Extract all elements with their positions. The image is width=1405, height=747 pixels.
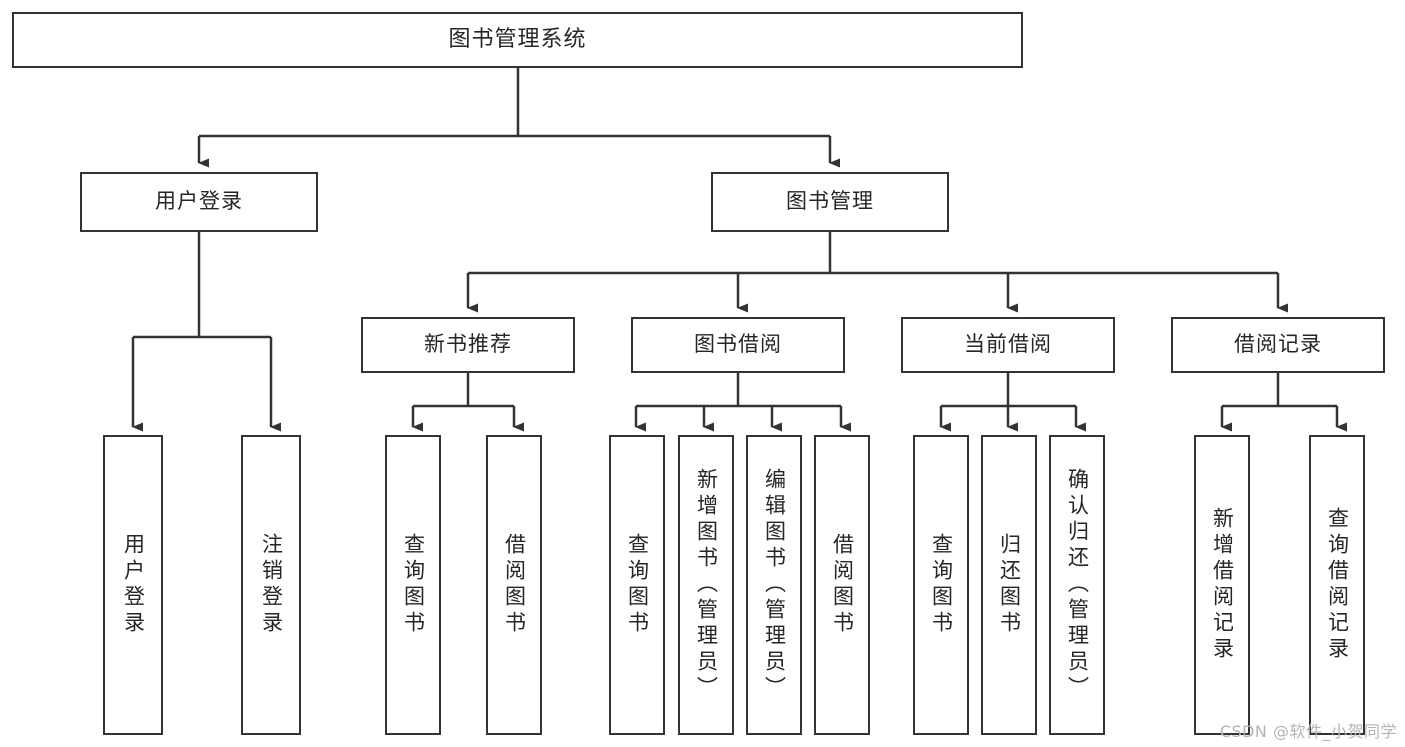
edge-root-to-bus xyxy=(197,68,840,168)
node-label: 新增借阅记录 xyxy=(1210,507,1235,663)
node-label: 查询借阅记录 xyxy=(1325,507,1350,663)
leaf-user-login[interactable]: 用户登录 xyxy=(103,435,163,735)
leaf-logout-login[interactable]: 注销登录 xyxy=(241,435,301,735)
leaf-edit-book-admin[interactable]: 编辑图书（管理员） xyxy=(746,435,802,735)
leaf-borrow-book-recommend[interactable]: 借阅图书 xyxy=(486,435,542,735)
node-label: 图书管理 xyxy=(786,189,874,214)
leaf-query-borrow-record[interactable]: 查询借阅记录 xyxy=(1309,435,1365,735)
node-label: 查询图书 xyxy=(929,533,954,637)
node-label: 编辑图书（管理员） xyxy=(762,468,787,702)
node-label: 图书管理系统 xyxy=(448,26,587,52)
edge-book-manage-to-level3 xyxy=(466,232,1288,313)
node-borrow-record[interactable]: 借阅记录 xyxy=(1171,317,1385,373)
node-label: 图书借阅 xyxy=(694,332,782,357)
leaf-query-book-recommend[interactable]: 查询图书 xyxy=(385,435,441,735)
node-label: 查询图书 xyxy=(401,533,426,637)
node-label: 确认归还（管理员） xyxy=(1065,468,1090,702)
node-label: 归还图书 xyxy=(997,533,1022,637)
edge-new-book-rec-to-leaves xyxy=(411,373,524,432)
node-label: 注销登录 xyxy=(259,533,284,637)
edge-book-borrow-to-leaves xyxy=(634,373,851,432)
node-label: 用户登录 xyxy=(121,533,146,637)
edge-borrow-record-to-leaves xyxy=(1220,373,1347,432)
node-label: 查询图书 xyxy=(625,533,650,637)
leaf-add-borrow-record[interactable]: 新增借阅记录 xyxy=(1194,435,1250,735)
node-label: 用户登录 xyxy=(155,189,243,214)
csdn-watermark: CSDN @软件_小贺同学 xyxy=(1219,722,1397,741)
node-book-management[interactable]: 图书管理 xyxy=(711,172,949,232)
edge-current-borrow-to-leaves xyxy=(939,373,1086,432)
leaf-add-book-admin[interactable]: 新增图书（管理员） xyxy=(678,435,734,735)
leaf-query-book-borrow[interactable]: 查询图书 xyxy=(609,435,665,735)
node-label: 借阅图书 xyxy=(502,533,527,637)
node-label: 当前借阅 xyxy=(964,332,1052,357)
node-label: 新增图书（管理员） xyxy=(694,468,719,702)
leaf-query-book-current[interactable]: 查询图书 xyxy=(913,435,969,735)
node-book-borrow[interactable]: 图书借阅 xyxy=(631,317,845,373)
node-label: 新书推荐 xyxy=(424,332,512,357)
node-label: 借阅记录 xyxy=(1234,332,1322,357)
node-root-book-management-system[interactable]: 图书管理系统 xyxy=(12,12,1023,68)
node-new-book-recommend[interactable]: 新书推荐 xyxy=(361,317,575,373)
leaf-confirm-return-admin[interactable]: 确认归还（管理员） xyxy=(1049,435,1105,735)
node-current-borrow[interactable]: 当前借阅 xyxy=(901,317,1115,373)
edge-user-login-to-leaves xyxy=(131,232,281,432)
node-user-login[interactable]: 用户登录 xyxy=(80,172,318,232)
leaf-return-book[interactable]: 归还图书 xyxy=(981,435,1037,735)
node-label: 借阅图书 xyxy=(830,533,855,637)
leaf-borrow-book[interactable]: 借阅图书 xyxy=(814,435,870,735)
